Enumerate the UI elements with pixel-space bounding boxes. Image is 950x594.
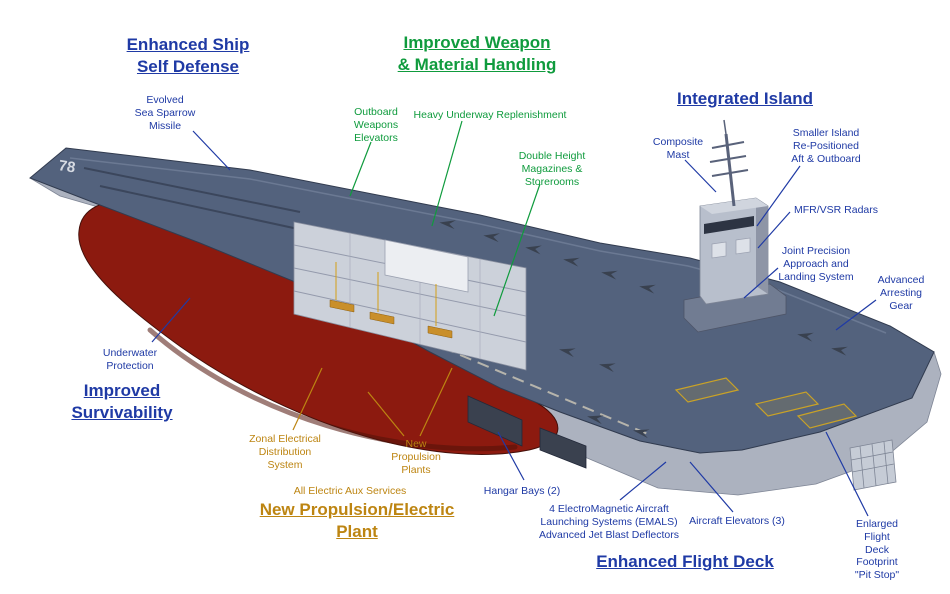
- heading-enhanced-flight-deck: Enhanced Flight Deck: [596, 552, 774, 571]
- heading-enhanced-ship-self-defense: Enhanced Ship Self Defense: [126, 35, 250, 77]
- hangar-bay-openings: [467, 395, 587, 469]
- hull-number: 78: [57, 157, 76, 176]
- callout-enlarged-flight-deck-footprint: Enlarged Flight Deck Footprint "Pit Stop…: [854, 518, 900, 582]
- callout-all-electric-aux-services: All Electric Aux Services: [293, 485, 407, 497]
- callout-evolved-sea-sparrow-missile: Evolved Sea Sparrow Missile: [134, 94, 196, 132]
- callout-heavy-underway-replenishment: Heavy Underway Replenishment: [413, 109, 567, 121]
- deck-elevator-outlines: [674, 377, 858, 429]
- heading-integrated-island: Integrated Island: [676, 89, 814, 108]
- callout-advanced-arresting-gear: Advanced Arresting Gear: [877, 274, 925, 312]
- propulsion-machinery: [329, 299, 453, 339]
- zonal-distribution-risers: [335, 262, 437, 326]
- island-superstructure: [683, 119, 787, 333]
- callout-underwater-protection: Underwater Protection: [102, 347, 158, 372]
- callout-new-propulsion-plants: New Propulsion Plants: [391, 438, 441, 476]
- callout-zonal-electrical-distribution: Zonal Electrical Distribution System: [249, 433, 321, 471]
- callout-composite-mast: Composite Mast: [652, 136, 704, 161]
- composite-mast-structure: [709, 119, 749, 207]
- radar-panels: [711, 237, 751, 259]
- stern-structure: [849, 439, 897, 491]
- callout-joint-precision-landing: Joint Precision Approach and Landing Sys…: [778, 245, 854, 283]
- callout-aircraft-elevators: Aircraft Elevators (3): [689, 515, 785, 527]
- callout-smaller-island-repositioned: Smaller Island Re-Positioned Aft & Outbo…: [791, 127, 861, 165]
- bridge-windows: [704, 216, 754, 234]
- callout-outboard-weapons-elevators: Outboard Weapons Elevators: [353, 106, 399, 144]
- heading-new-propulsion-electric-plant: New Propulsion/Electric Plant: [259, 500, 455, 542]
- callout-emals-jet-blast-deflectors: 4 ElectroMagnetic Aircraft Launching Sys…: [538, 503, 680, 541]
- deck-opening: [384, 239, 469, 293]
- heading-improved-weapon-material-handling: Improved Weapon & Material Handling: [397, 33, 557, 75]
- callout-mfr-vsr-radars: MFR/VSR Radars: [793, 204, 878, 216]
- leader-lines: [151, 120, 877, 517]
- callout-hangar-bays: Hangar Bays (2): [483, 485, 561, 497]
- heading-improved-survivability: Improved Survivability: [71, 381, 173, 423]
- cutaway-interior: [293, 221, 527, 371]
- callout-double-height-magazines: Double Height Magazines & Storerooms: [518, 150, 586, 188]
